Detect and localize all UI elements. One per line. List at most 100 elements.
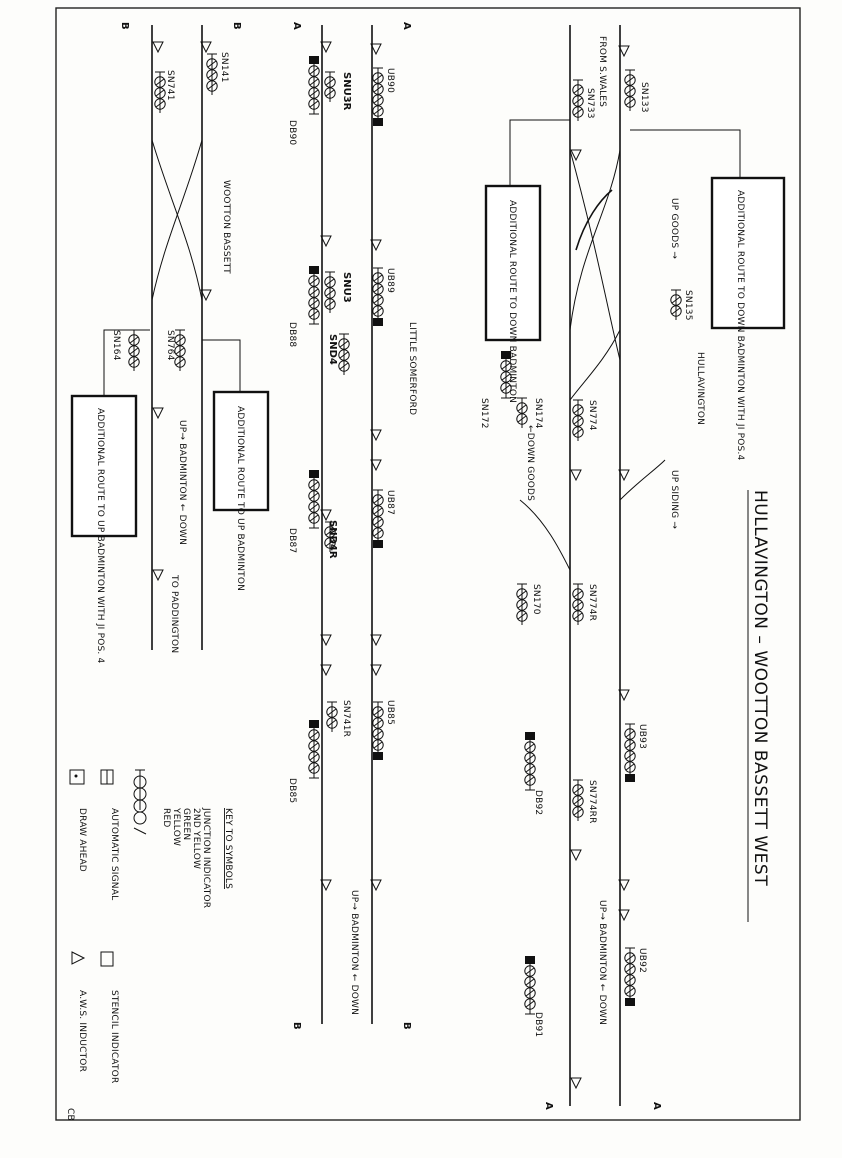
signal-label-sn774: SN774 [587, 400, 597, 431]
key-automatic-signal: AUTOMATIC SIGNAL [109, 808, 119, 900]
signal-head-sn774 [572, 399, 584, 441]
signal-head-ub85 [372, 701, 384, 760]
aws-inductor-mark [320, 879, 332, 892]
signal-label-snu3: SNU3 [341, 272, 352, 303]
aws-inductor-mark [370, 634, 382, 647]
signal-head-sn174 [516, 397, 528, 428]
note-box-up-badminton-ji: ADDITIONAL ROUTE TO UP BADMINTON WITH JI… [70, 394, 138, 664]
signal-head-sn172 [500, 351, 512, 399]
aws-inductor-mark [320, 664, 332, 677]
crossover [151, 139, 203, 301]
signal-head-db90 [308, 56, 320, 115]
direction-badminton-somerford: UP→ BADMINTON ← DOWN [349, 890, 359, 1015]
key-item-2nd-yellow: 2ND YELLOW [191, 808, 201, 869]
note-text: ADDITIONAL ROUTE TO DOWN BADMINTON WITH … [735, 190, 745, 461]
key-stencil-indicator: STENCIL INDICATOR [109, 990, 119, 1083]
diagram-title: HULLAVINGTON – WOOTTON BASSETT WEST [750, 490, 770, 886]
aws-inductor-mark [570, 1077, 582, 1090]
aws-inductor-mark [570, 469, 582, 482]
aws-inductor-mark [370, 459, 382, 472]
aws-inductor-layer [152, 41, 630, 1090]
drawing-initials: CB [65, 1108, 75, 1121]
line-end-a: A [651, 1102, 662, 1110]
signal-head-sn135 [670, 289, 682, 320]
crossover [569, 149, 621, 331]
key-item-red: RED [161, 808, 171, 827]
aws-inductor-mark [618, 469, 630, 482]
station-label-hullavington: HULLAVINGTON [695, 352, 705, 425]
draw-ahead-symbol [69, 769, 85, 785]
signal-head-sn774r [572, 583, 584, 625]
aws-inductor-symbol [71, 951, 86, 965]
signal-head-ub92 [624, 947, 636, 1006]
signal-label-sn741r: SN741R [341, 700, 351, 737]
direction-from-swales: FROM S.WALES [597, 36, 607, 107]
note-connectors [103, 119, 741, 396]
aws-inductor-mark [200, 41, 212, 54]
direction-up-goods: UP GOODS → [669, 198, 679, 259]
key-signal-symbol [133, 769, 147, 835]
key-to-symbols: KEY TO SYMBOLS JUNCTION INDICATOR 2ND YE… [69, 769, 233, 1083]
signal-label-sn733: SN733 [585, 88, 595, 119]
aws-inductor-mark [152, 569, 164, 582]
signal-head-ub93 [624, 723, 636, 782]
signal-label-sn741: SN741 [165, 70, 175, 101]
note-text: ADDITIONAL ROUTE TO DOWN BADMINTON [507, 200, 517, 403]
crossover [151, 139, 203, 301]
note-text: ADDITIONAL ROUTE TO UP BADMINTON WITH JI… [95, 408, 105, 664]
crossover [575, 189, 613, 251]
signal-label-sn141: SN141 [219, 52, 229, 83]
crossover [519, 499, 571, 571]
signal-head-ub87 [372, 489, 384, 548]
key-aws-inductor: A.W.S. INDUCTOR [77, 990, 87, 1072]
station-label-wootton-bassett: WOOTTON BASSETT [221, 180, 231, 274]
signal-label-sn170: SN170 [531, 584, 541, 615]
signal-label-ub93: UB93 [637, 724, 647, 749]
signal-label-db90: DB90 [287, 120, 297, 145]
aws-inductor-mark [570, 849, 582, 862]
signal-head-sn774rr [572, 779, 584, 821]
signal-label-ub87: UB87 [385, 490, 395, 515]
signal-label-sn774r: SN774R [587, 584, 597, 621]
signal-head-snu3r [324, 71, 336, 102]
key-draw-ahead: DRAW AHEAD [77, 808, 87, 872]
note-box-down-badminton-ji: ADDITIONAL ROUTE TO DOWN BADMINTON WITH … [710, 176, 786, 461]
station-label-little-somerford: LITTLE SOMERFORD [407, 322, 417, 415]
signal-head-snu3 [324, 271, 336, 313]
signal-head-sn133 [624, 69, 636, 111]
crossover [569, 149, 621, 361]
aws-inductor-mark [370, 429, 382, 442]
signal-head-sn764 [174, 329, 186, 371]
direction-badminton-hullavington: UP→ BADMINTON ← DOWN [597, 900, 607, 1025]
signal-head-sn141 [206, 53, 218, 95]
signal-label-snd4r: SND4R [327, 520, 338, 559]
signal-label-db91: DB91 [533, 1012, 543, 1037]
signal-label-db88: DB88 [287, 322, 297, 347]
direction-up-siding: UP SIDING → [669, 470, 679, 529]
line-end-b: B [401, 1022, 412, 1030]
page-border [55, 7, 801, 1121]
signal-head-db87 [308, 470, 320, 529]
signal-head-sn733 [572, 79, 584, 121]
aws-inductor-mark [320, 509, 332, 522]
signal-head-sn741 [154, 71, 166, 113]
signal-label-snu3r: SNU3R [341, 72, 352, 111]
signal-label-sn174: SN174 [533, 398, 543, 429]
signals-layer [128, 53, 682, 1015]
signal-head-db92 [524, 732, 536, 791]
signal-label-sn764: SN764 [165, 330, 175, 361]
line-end-b: B [231, 22, 242, 30]
signal-label-db85: DB85 [287, 778, 297, 803]
key-heading: KEY TO SYMBOLS [223, 808, 233, 889]
line-end-b: B [291, 1022, 302, 1030]
track-lines [151, 25, 621, 1106]
note-box-up-badminton: ADDITIONAL ROUTE TO UP BADMINTON [212, 390, 270, 591]
aws-inductor-mark [152, 407, 164, 420]
signal-label-ub92: UB92 [637, 948, 647, 973]
line-end-a: A [291, 22, 302, 30]
signal-head-sn170 [516, 583, 528, 625]
aws-inductor-mark [320, 41, 332, 54]
line-end-a: A [401, 22, 412, 30]
aws-inductor-mark [370, 239, 382, 252]
